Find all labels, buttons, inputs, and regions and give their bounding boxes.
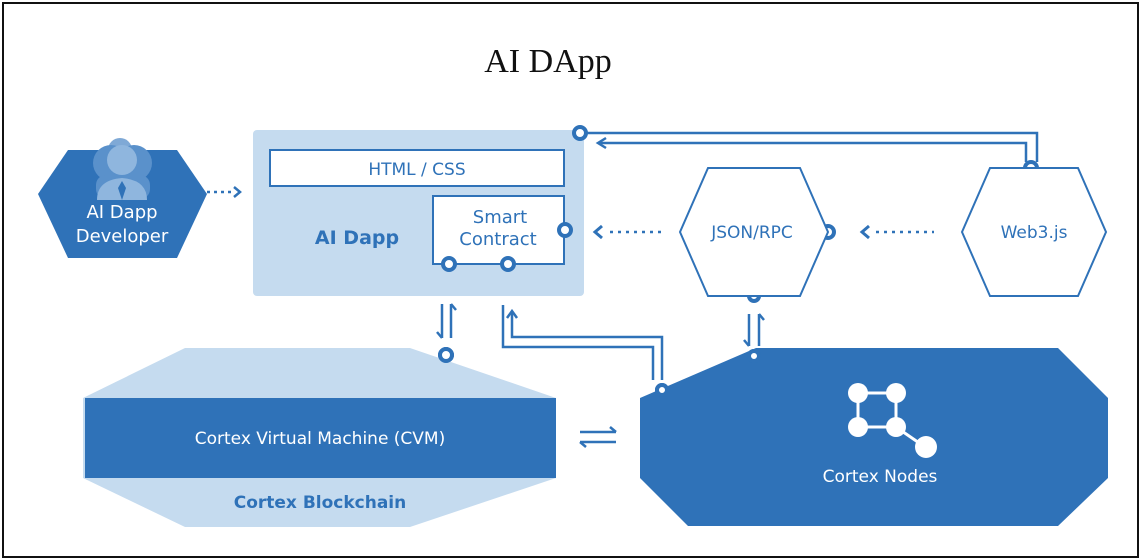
arrow-dapp-to-nodes xyxy=(501,305,664,380)
arrow-dapp-blockchain-bidirectional xyxy=(436,303,457,339)
web3-label: Web3.js xyxy=(1001,223,1068,243)
ai-dapp-label: AI Dapp xyxy=(315,227,399,249)
arrow-blockchain-nodes-bidirectional xyxy=(579,426,617,448)
connector-dot-contract-bottom-right xyxy=(500,256,516,272)
arrow-developer-to-dapp xyxy=(200,186,242,198)
smart-contract-label-line2: Contract xyxy=(459,229,536,250)
developer-label-line2: Developer xyxy=(76,226,169,247)
connector-dot-blockchain-top-overlay xyxy=(438,347,454,363)
arrow-jsonrpc-to-contract xyxy=(592,224,663,240)
diagram-title: AI DApp xyxy=(484,43,611,80)
cortex-blockchain: Cortex Virtual Machine (CVM) Cortex Bloc… xyxy=(83,348,556,527)
connector-dot-contract-right xyxy=(557,222,573,238)
arrow-web3-to-jsonrpc xyxy=(859,224,934,240)
network-nodes-icon xyxy=(848,383,937,458)
json-rpc-label: JSON/RPC xyxy=(710,223,793,243)
ai-dapp-panel: HTML / CSS AI Dapp Smart Contract xyxy=(253,130,584,296)
json-rpc-node: JSON/RPC xyxy=(678,167,830,297)
connector-dot-nodes-left-overlay xyxy=(655,383,669,397)
blockchain-label: Cortex Blockchain xyxy=(234,493,407,513)
connector-dot-contract-bottom-left xyxy=(441,256,457,272)
web3-hexagon xyxy=(960,167,1108,297)
cvm-label: Cortex Virtual Machine (CVM) xyxy=(195,429,446,449)
developer-hexagon xyxy=(38,150,207,258)
connector-dots-overlay xyxy=(438,347,761,397)
smart-contract-box xyxy=(432,195,565,265)
json-rpc-hexagon xyxy=(678,167,830,297)
connector-dot-dapp-top xyxy=(572,125,588,141)
developer-node: AI Dapp Developer xyxy=(38,138,207,258)
arrow-web3-to-dapp xyxy=(586,131,1039,162)
html-css-label: HTML / CSS xyxy=(368,160,465,180)
cvm-bar xyxy=(85,398,556,478)
smart-contract-label-line1: Smart xyxy=(473,207,527,228)
html-css-box xyxy=(269,149,565,187)
connector-dot-nodes-top-overlay xyxy=(747,349,761,363)
web3-node: Web3.js xyxy=(960,167,1108,297)
arrow-jsonrpc-nodes-bidirectional xyxy=(743,313,765,347)
cortex-nodes: Cortex Nodes xyxy=(640,348,1108,526)
developer-label-line1: AI Dapp xyxy=(86,202,157,223)
user-icon xyxy=(93,138,152,200)
nodes-octagon xyxy=(640,348,1108,526)
nodes-label: Cortex Nodes xyxy=(823,467,938,487)
